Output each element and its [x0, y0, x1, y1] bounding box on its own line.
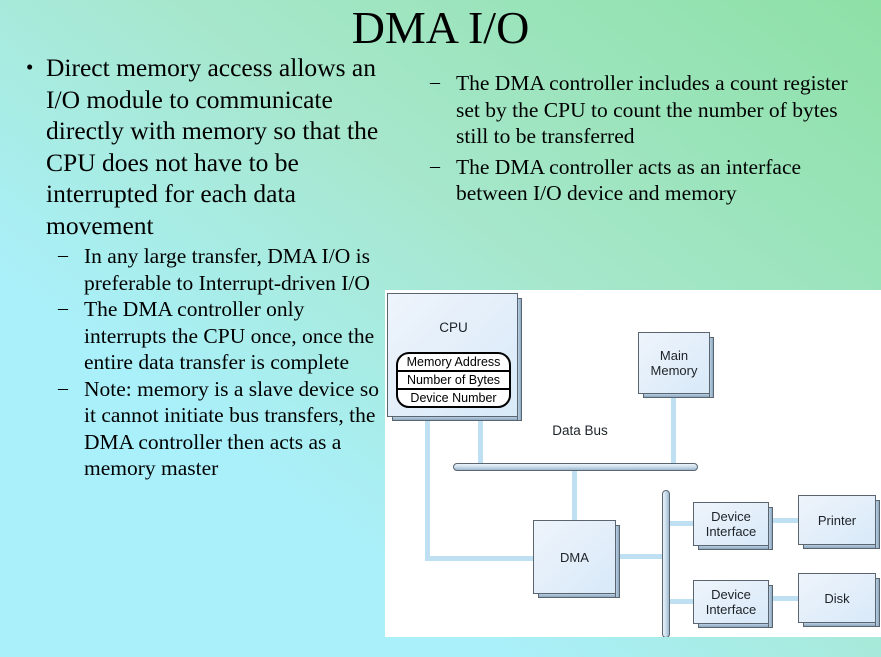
device-interface-1-line1: Device [711, 509, 751, 524]
sub-bullet-item: – The DMA controller only interrupts the… [46, 296, 384, 376]
device-interface-box-1: Device Interface [693, 502, 773, 550]
right-content-column: – The DMA controller includes a count re… [418, 70, 873, 211]
data-bus-label-line1: Data [552, 423, 581, 438]
cpu-box: CPU Memory Address Number of Bytes Devic… [387, 293, 522, 421]
sub-bullet-text: The DMA controller acts as an interface … [456, 154, 802, 206]
dma-box: DMA [533, 520, 620, 598]
io-bus-bar [662, 490, 670, 637]
data-bus-label: Data Bus [545, 422, 615, 439]
sub-bullet-item: – In any large transfer, DMA I/O is pref… [46, 243, 384, 296]
cpu-register-number-of-bytes: Number of Bytes [398, 372, 509, 390]
left-subbullet-group: – In any large transfer, DMA I/O is pref… [46, 243, 386, 482]
wire-cpu-to-dma-horizontal [425, 556, 540, 561]
sub-bullet-marker: – [58, 244, 68, 266]
wire-device-interface-2-to-disk [765, 596, 803, 601]
left-content-column: • Direct memory access allows an I/O mod… [8, 52, 386, 482]
bullet-text: Direct memory access allows an I/O modul… [46, 53, 379, 240]
sub-bullet-marker: – [430, 71, 440, 93]
wire-cpu-to-dma-vertical [425, 417, 430, 561]
wire-io-bus-to-device-interface-1 [666, 521, 698, 526]
sub-bullet-text: In any large transfer, DMA I/O is prefer… [84, 244, 370, 295]
sub-bullet-item: – The DMA controller acts as an interfac… [418, 154, 873, 207]
wire-dma-to-io-bus [613, 554, 669, 559]
sub-bullet-marker: – [58, 376, 68, 399]
disk-label: Disk [824, 590, 850, 606]
wire-data-bus-to-dma [572, 468, 577, 524]
cpu-register-list: Memory Address Number of Bytes Device Nu… [396, 352, 511, 408]
device-interface-1-line2: Interface [705, 524, 757, 539]
device-interface-2-line2: Interface [705, 602, 757, 617]
page-title: DMA I/O [351, 2, 530, 53]
disk-box: Disk [798, 573, 880, 627]
main-memory-label-line2: Memory [650, 363, 698, 378]
cpu-register-device-number: Device Number [410, 391, 497, 405]
sub-bullet-text: The DMA controller includes a count regi… [456, 71, 848, 148]
main-memory-box: Main Memory [638, 332, 714, 398]
sub-bullet-text: Note: memory is a slave device so it can… [84, 376, 379, 481]
dma-architecture-diagram: Data Bus CPU Memory Address Number of By… [385, 290, 881, 637]
bullet-marker: • [26, 55, 34, 79]
device-interface-2-line1: Device [711, 587, 751, 602]
bullet-item: • Direct memory access allows an I/O mod… [8, 52, 386, 241]
data-bus-bar [453, 463, 698, 471]
wire-memory-to-data-bus [671, 394, 676, 467]
printer-label: Printer [817, 512, 857, 528]
printer-box: Printer [798, 495, 880, 549]
sub-bullet-item: – The DMA controller includes a count re… [418, 70, 873, 150]
sub-bullet-text: The DMA controller only interrupts the C… [84, 297, 375, 374]
wire-device-interface-1-to-printer [765, 518, 803, 523]
sub-bullet-item: – Note: memory is a slave device so it c… [46, 376, 384, 482]
main-memory-label-line1: Main [659, 348, 689, 363]
cpu-register-memory-address: Memory Address [398, 354, 509, 372]
wire-io-bus-to-device-interface-2 [666, 599, 698, 604]
dma-label: DMA [560, 549, 589, 565]
sub-bullet-marker: – [430, 154, 440, 177]
wire-cpu-to-data-bus [478, 417, 483, 467]
device-interface-box-2: Device Interface [693, 580, 773, 628]
sub-bullet-marker: – [58, 297, 68, 319]
cpu-label: CPU [439, 320, 468, 335]
data-bus-label-line2: Bus [584, 423, 608, 438]
